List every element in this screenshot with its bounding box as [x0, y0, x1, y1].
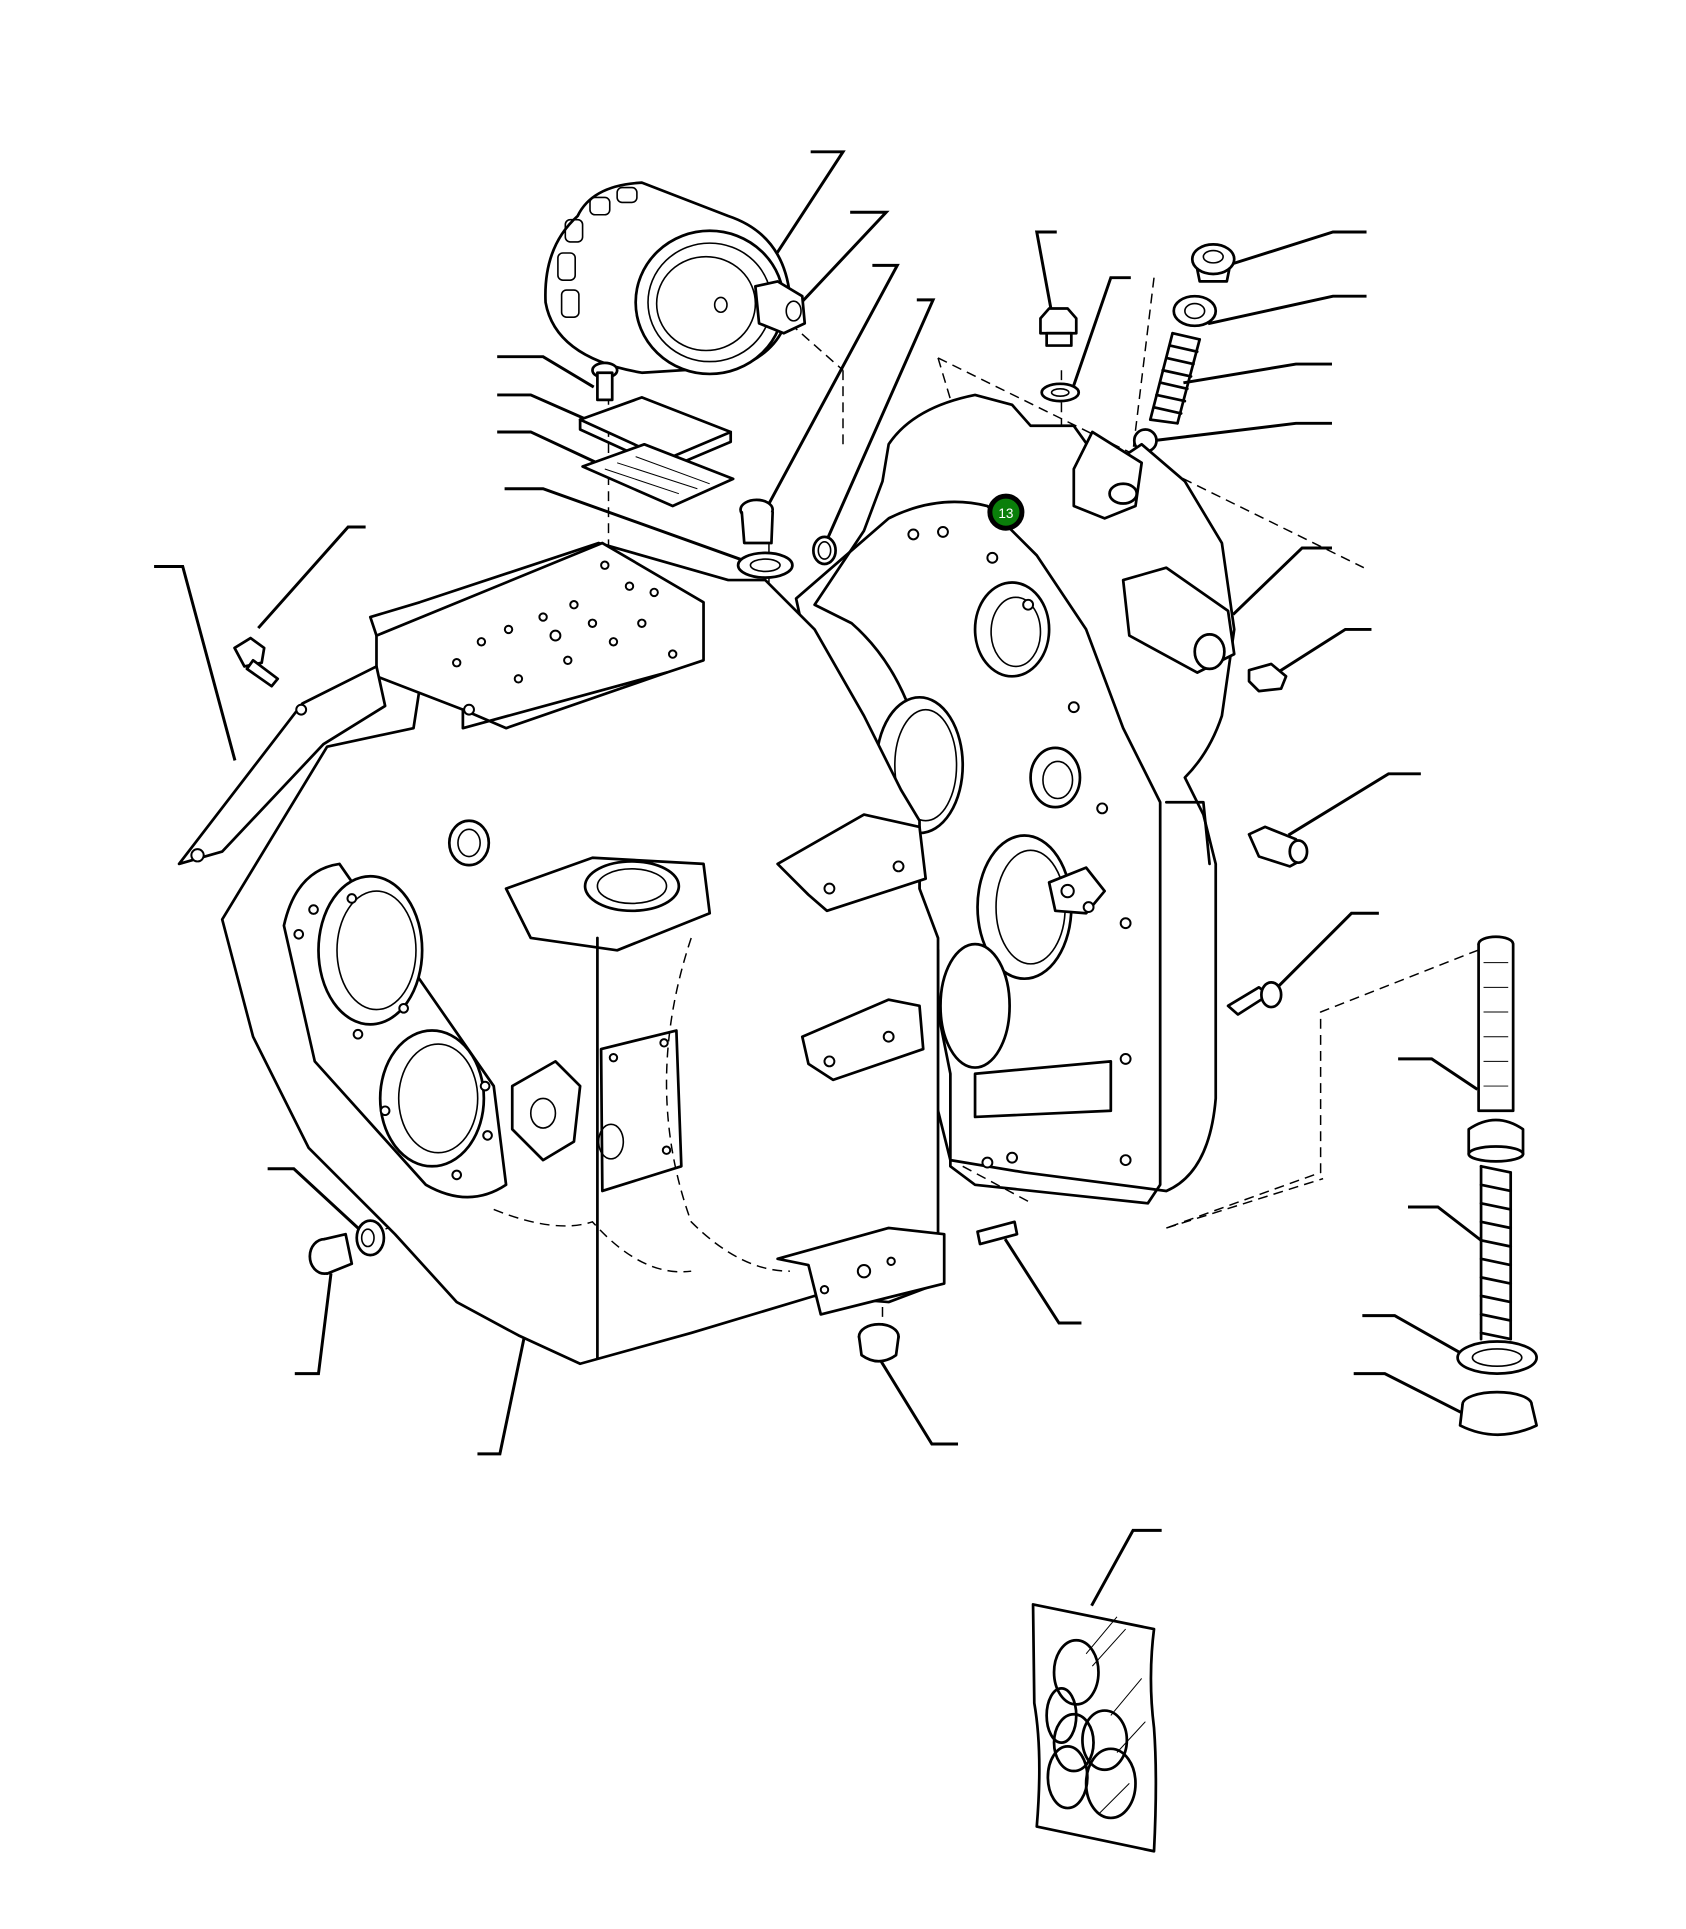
leader-cap-screw	[1275, 627, 1372, 675]
drain-plug	[308, 1232, 354, 1276]
oil-filter	[544, 181, 792, 376]
leader-valve-seal	[1362, 1314, 1471, 1360]
cover-bolt	[1226, 981, 1283, 1016]
leader-breather-fitting	[1287, 772, 1421, 837]
bracket-bolt	[233, 636, 280, 688]
cover-gasket	[581, 442, 735, 508]
leader-housing-boss	[1232, 546, 1332, 616]
leader-relief-spring	[1183, 362, 1332, 385]
top-plug	[1039, 307, 1078, 347]
flange-holes	[907, 526, 1132, 1169]
transmission-housing	[220, 541, 946, 1366]
callout-label: 13	[998, 506, 1013, 521]
leader-transmission-housing	[477, 1333, 527, 1456]
leader-relief-ball	[1152, 421, 1332, 443]
cover-screw	[591, 361, 619, 402]
leader-top-washer	[1069, 276, 1131, 395]
plug	[739, 498, 775, 545]
callout-badge-13[interactable]: 13	[987, 493, 1025, 531]
leader-valve-plunger	[1398, 1057, 1479, 1091]
leader-oil-filter	[750, 150, 846, 293]
leader-cover-screw	[497, 355, 595, 389]
top-washer	[1040, 382, 1081, 403]
leader-cover-gasket	[497, 430, 607, 469]
valve-seal	[1456, 1340, 1538, 1375]
leader-relief-cap	[1213, 230, 1367, 271]
leader-filter-nipple	[787, 210, 890, 317]
leader-drain-plug	[294, 1273, 333, 1376]
dowel-pin	[976, 1220, 1019, 1246]
valve-spring	[1479, 1164, 1513, 1341]
leader-bottom-drain	[876, 1355, 959, 1446]
leader-plug	[765, 263, 900, 509]
leader-dowel-pin	[1003, 1238, 1082, 1325]
relief-cap	[1190, 243, 1236, 283]
face-plate-holes	[293, 893, 493, 1181]
leader-seal-washer	[504, 487, 749, 564]
seal-washer	[736, 551, 794, 579]
leader-bracket-bolt	[257, 525, 366, 630]
breather-fitting	[1247, 825, 1309, 868]
leader-o-ring	[822, 298, 936, 548]
bottom-drain-plug	[857, 1322, 900, 1363]
leader-drain-washer	[267, 1167, 361, 1231]
platform-holes	[452, 560, 678, 716]
leader-valve-spring	[1408, 1205, 1484, 1243]
relief-washer	[1172, 294, 1218, 328]
callout-circle[interactable]	[987, 493, 1025, 531]
relief-spring	[1148, 331, 1202, 425]
drain-washer	[355, 1219, 386, 1257]
o-ring	[812, 535, 837, 566]
leader-top-plug	[1034, 230, 1057, 314]
valve-plunger	[1467, 935, 1525, 1163]
filter-nipple	[754, 280, 807, 335]
valve-cap	[1458, 1390, 1538, 1437]
leader-valve-cap	[1353, 1372, 1465, 1416]
leader-gasket-kit	[1090, 1528, 1162, 1607]
gasket-kit	[1031, 1603, 1158, 1853]
leader-mounting-bracket	[154, 565, 237, 761]
leader-relief-washer	[1207, 294, 1367, 326]
leader-cover-bolt	[1269, 911, 1379, 996]
cap-screw	[1247, 662, 1288, 693]
mounting-bracket	[177, 665, 387, 866]
leader-lines	[154, 150, 1484, 1607]
